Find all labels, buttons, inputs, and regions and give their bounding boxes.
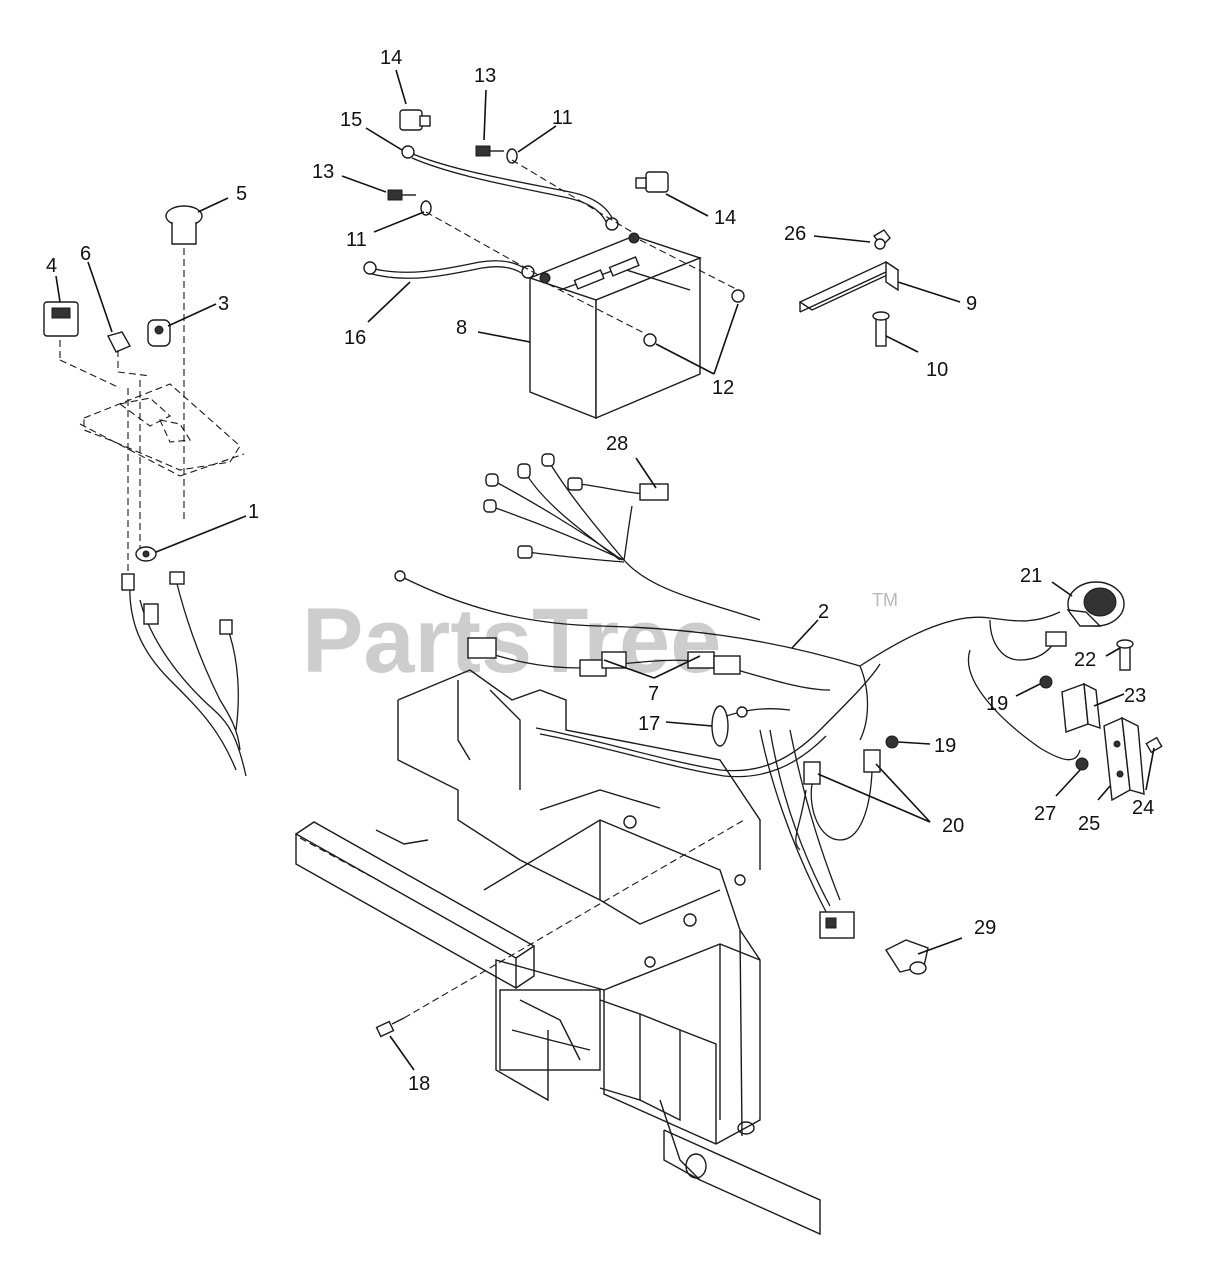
callout-13-top: 13 [474,65,496,87]
callout-26: 26 [784,223,806,245]
safety-switch-20a [803,761,821,785]
safety-switch-20b [863,749,881,773]
dash-panel [83,383,241,471]
watermark-text: PartsTree [302,590,721,692]
switch-6 [106,331,131,353]
callout-labels: 14 13 11 15 13 5 14 11 26 4 6 3 9 16 8 1… [46,47,1154,1095]
callout-12: 12 [712,377,734,399]
harness-main-run [399,575,991,667]
callout-16: 16 [344,327,366,349]
callout-1: 1 [248,501,259,523]
bolt-18 [375,1020,395,1038]
bolt-24 [1145,736,1163,754]
callout-4: 4 [46,255,57,277]
callout-28: 28 [606,433,628,455]
harness-upper-branch [547,459,761,621]
callout-17: 17 [638,713,660,735]
callout-19-right: 19 [986,693,1008,715]
dash-panel-assembly [43,205,247,777]
callout-10: 10 [926,359,948,381]
callout-24: 24 [1132,797,1154,819]
callout-8: 8 [456,317,467,339]
connector-7e [713,655,741,675]
nut-27 [1075,757,1089,771]
harness-lower-branch [759,729,841,931]
callout-15: 15 [340,109,362,131]
callout-14-top: 14 [380,47,402,69]
positive-cable [407,151,615,223]
nut-19a [1039,675,1053,689]
callout-19-center: 19 [934,735,956,757]
tractor-frame [294,669,821,1236]
battery-assembly [363,109,900,420]
frame-upper-plate [397,669,761,870]
switch-harness [129,579,237,771]
connector-7a [467,637,497,659]
callout-23: 23 [1124,685,1146,707]
callout-7: 7 [648,683,659,705]
frame-lower-box [499,989,601,1071]
callout-21: 21 [1020,565,1042,587]
callout-25: 25 [1078,813,1100,835]
battery-terminal-neg [539,272,551,284]
callout-13-left: 13 [312,161,334,183]
callout-22: 22 [1074,649,1096,671]
callout-18: 18 [408,1073,430,1095]
callout-9: 9 [966,293,977,315]
callout-20: 20 [942,815,964,837]
leader-lines [55,69,1155,1071]
battery-front-face [529,277,597,420]
callout-11-top: 11 [552,107,573,129]
terminal-boot-top [399,109,423,131]
rear-axle [663,1129,821,1236]
callout-11-left: 11 [346,229,367,251]
terminal-nut-1 [731,289,745,303]
connector-7c [601,651,627,669]
battery-terminal-pos [628,232,640,244]
terminal-nut-2 [643,333,657,347]
callout-6: 6 [80,243,91,265]
frame-body [483,819,761,1145]
callout-27: 27 [1034,803,1056,825]
ground-wire [711,705,729,747]
bolt-13-left [387,189,403,201]
hold-down-bracket [798,261,900,311]
callout-29: 29 [974,917,996,939]
right-components [375,581,1163,1038]
callout-3: 3 [218,293,229,315]
callout-2: 2 [818,601,829,623]
terminal-boot-right [645,171,669,193]
callout-5: 5 [236,183,247,205]
main-wire-harness [394,453,1081,939]
bolt-13-top [475,145,491,157]
negative-cable [369,260,529,273]
nut-19b [885,735,899,749]
washer-11-top [506,148,518,164]
switch-4 [43,301,79,337]
watermark-trademark: TM [872,590,898,610]
callout-14-right: 14 [714,207,736,229]
